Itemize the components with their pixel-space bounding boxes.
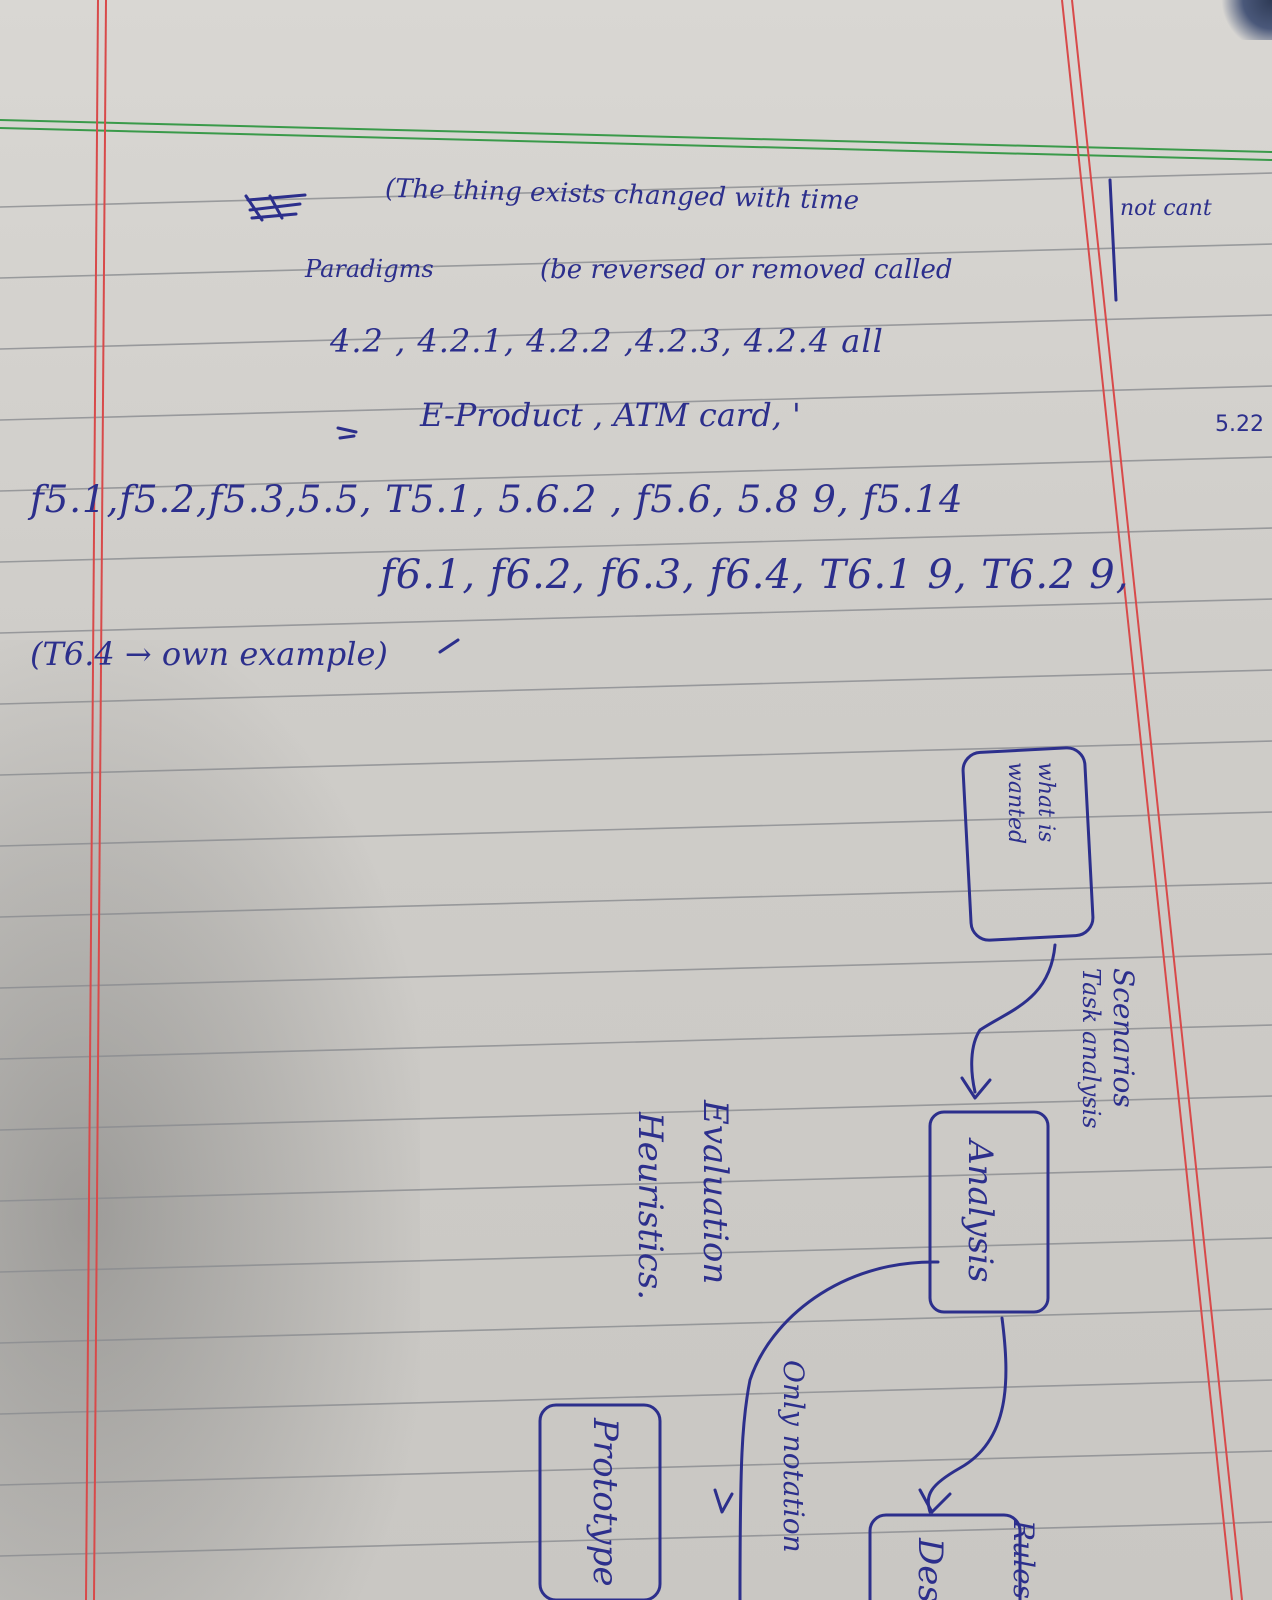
design-rules-label: Rules	[1007, 1520, 1040, 1600]
ruled-line	[0, 314, 1272, 350]
top-line	[0, 127, 1272, 161]
margin-line-left	[85, 0, 99, 1600]
arrowhead	[713, 1488, 734, 1514]
note-line-5: f5.1,f5.2,f5.3,5.5, T5.1, 5.6.2 , f5.6, …	[30, 478, 964, 521]
arrowhead	[918, 1488, 952, 1514]
box-what-is-wanted-label: what is wanted	[1003, 762, 1058, 845]
box-analysis-label: Analysis	[960, 1140, 1000, 1283]
ruled-line	[0, 1308, 1272, 1344]
margin-line-right	[1071, 0, 1243, 1600]
margin-reference: 5.22	[1215, 412, 1264, 437]
box-prototype-label: Prototype	[585, 1418, 625, 1587]
ruled-line	[0, 527, 1272, 563]
ruled-line	[0, 669, 1272, 705]
bullet-mark	[336, 426, 358, 440]
note-line-4: E-Product , ATM card, '	[420, 396, 801, 434]
box-analysis	[928, 1110, 1050, 1314]
ruled-line	[0, 598, 1272, 634]
scenarios-label: Scenarios	[1107, 968, 1140, 1108]
note-line-7: (T6.4 → own example)	[30, 635, 388, 673]
ruled-line	[0, 1237, 1272, 1273]
ruled-line	[0, 882, 1272, 918]
arrow-analysis-to-design	[926, 1316, 1008, 1514]
top-line	[0, 119, 1272, 153]
example-circle	[438, 638, 460, 654]
arrow-wanted-to-analysis	[970, 943, 1057, 1094]
evaluation-label: Evaluation	[695, 1100, 735, 1285]
ruled-line	[0, 811, 1272, 847]
task-analysis-label: Task analysis	[1077, 968, 1105, 1129]
ruled-line	[0, 1379, 1272, 1415]
ruled-line	[0, 243, 1272, 279]
box-design	[868, 1513, 1022, 1600]
ruled-line	[0, 1521, 1272, 1557]
ruled-line	[0, 1024, 1272, 1060]
ruled-line	[0, 1095, 1272, 1131]
note-line-2: (be reversed or removed called	[540, 255, 953, 285]
box-what-is-wanted	[961, 746, 1095, 942]
scribble-mark	[244, 193, 307, 222]
ruled-line	[0, 953, 1272, 989]
heuristics-label: Heuristics.	[630, 1112, 670, 1301]
bracket-line	[1108, 178, 1118, 302]
note-line-1-right: not cant	[1120, 196, 1212, 221]
margin-line-right	[1061, 0, 1233, 1600]
only-notation-label: Only notation	[777, 1360, 810, 1553]
fabric-corner	[1212, 0, 1272, 40]
box-prototype	[538, 1403, 662, 1600]
margin-line-left	[93, 0, 107, 1600]
ruled-line	[0, 1166, 1272, 1202]
ruled-line	[0, 1450, 1272, 1486]
ruled-line	[0, 456, 1272, 492]
ruled-line	[0, 385, 1272, 421]
ruled-line	[0, 172, 1272, 208]
paradigms-word: Paradigms	[305, 255, 434, 283]
arrow-loop	[738, 1260, 940, 1600]
ruled-line	[0, 740, 1272, 776]
note-line-3: 4.2 , 4.2.1, 4.2.2 ,4.2.3, 4.2.4 all	[330, 322, 884, 360]
box-design-label: Des	[910, 1538, 950, 1600]
arrowhead	[960, 1076, 992, 1100]
note-line-6: f6.1, f6.2, f6.3, f6.4, T6.1 9, T6.2 9,	[380, 552, 1130, 598]
